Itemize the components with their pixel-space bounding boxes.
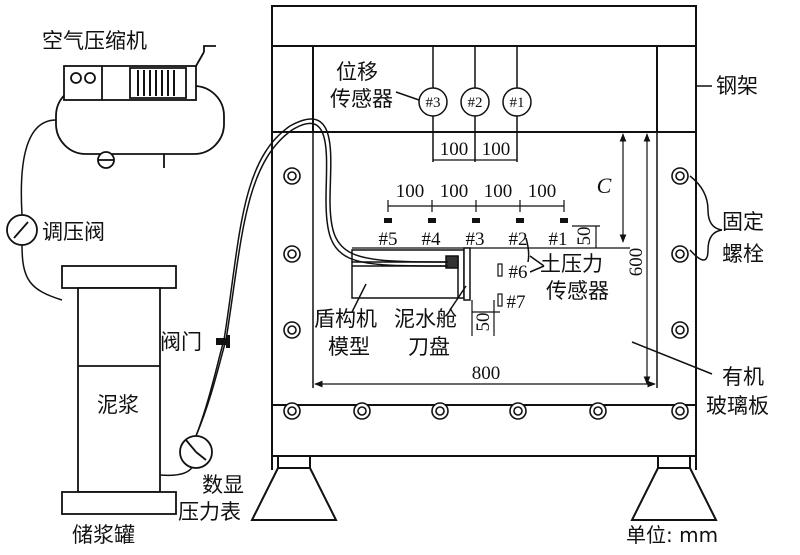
displacement-sensor-3: #3 bbox=[418, 87, 448, 117]
height-dimension-label: 600 bbox=[626, 248, 647, 277]
fixing-bolts bbox=[283, 167, 689, 420]
cutter-label: 泥水舱 bbox=[394, 307, 457, 331]
bolt-icon bbox=[283, 402, 301, 420]
slurry-label: 泥浆 bbox=[97, 393, 139, 417]
cutter-head bbox=[445, 247, 471, 301]
side-pressure-sensors bbox=[497, 263, 503, 307]
bolt-icon bbox=[671, 321, 689, 339]
shield-leader bbox=[351, 283, 367, 313]
frame-leg-left bbox=[250, 455, 338, 521]
plexiglass-label: 有机 bbox=[722, 365, 764, 389]
air-hose-2 bbox=[21, 244, 63, 301]
displacement-sensor-1: #1 bbox=[502, 87, 532, 117]
earth-pressure-label: 土压力 bbox=[540, 252, 603, 276]
bolt-icon bbox=[283, 321, 301, 339]
bolt-icon bbox=[589, 402, 607, 420]
pressure-sensor-7: #7 bbox=[507, 292, 526, 313]
bolt-icon bbox=[671, 167, 689, 185]
bolt-icon bbox=[283, 245, 301, 263]
earth-pressure-leader bbox=[525, 237, 545, 273]
displacement-sensor-label-2: 传感器 bbox=[330, 87, 393, 111]
cover-depth-label: C bbox=[597, 173, 612, 198]
earth-pressure-label-2: 传感器 bbox=[546, 279, 609, 303]
steel-frame bbox=[271, 5, 697, 470]
compressor-motor-fins bbox=[137, 70, 175, 96]
bolt-icon bbox=[509, 402, 527, 420]
slurry-hose-in-2 bbox=[195, 122, 449, 437]
pressure-sensor-2: #2 bbox=[509, 229, 528, 250]
width-dimension-label: 800 bbox=[472, 363, 501, 384]
digital-pressure-gauge bbox=[179, 435, 213, 469]
disp-spacing-1: 100 bbox=[440, 139, 469, 160]
bolt-icon bbox=[671, 245, 689, 263]
fixing-bolt-brace bbox=[689, 175, 723, 261]
air-compressor bbox=[55, 45, 225, 169]
displacement-sensor-2: #2 bbox=[460, 87, 490, 117]
sensor-spacing-4: 100 bbox=[528, 181, 557, 202]
pressure-sensor-1: #1 bbox=[549, 229, 568, 250]
shield-label: 盾构机 bbox=[314, 307, 377, 331]
pressure-sensor-markers bbox=[384, 218, 568, 223]
slurry-hose-in bbox=[195, 118, 449, 437]
pressure-sensor-4: #4 bbox=[422, 229, 442, 250]
pressure-sensor-6: #6 bbox=[509, 262, 528, 283]
sensor-spacing-2: 100 bbox=[440, 181, 469, 202]
displacement-sensor-label: 位移 bbox=[336, 60, 378, 84]
side-offset-dimension bbox=[471, 300, 500, 336]
bolt-icon bbox=[283, 167, 301, 185]
svg-text:#2: #2 bbox=[468, 95, 483, 111]
displacement-sensor-rods bbox=[432, 46, 518, 162]
cutter-label-2: 刀盘 bbox=[408, 335, 450, 359]
gauge-label-2: 压力表 bbox=[178, 500, 241, 524]
slurry-storage-tank bbox=[61, 265, 177, 515]
bolt-icon bbox=[353, 402, 371, 420]
top-offset-dimension bbox=[572, 225, 600, 248]
storage-tank-label: 储浆罐 bbox=[72, 523, 135, 547]
steel-frame-label: 钢架 bbox=[716, 74, 758, 98]
pressure-regulator-valve bbox=[6, 214, 38, 246]
pressure-sensor-3: #3 bbox=[466, 229, 485, 250]
top-offset-label: 50 bbox=[574, 227, 595, 246]
unit-label: 单位: mm bbox=[626, 523, 718, 547]
sensor-spacing-dimension bbox=[387, 200, 565, 212]
bolt-icon bbox=[431, 402, 449, 420]
side-offset-label: 50 bbox=[473, 313, 494, 332]
plexiglass-boundary bbox=[312, 132, 658, 388]
fixing-bolt-label: 固定 bbox=[722, 210, 764, 234]
valve-label: 阀门 bbox=[160, 330, 202, 354]
svg-text:#1: #1 bbox=[510, 95, 525, 111]
pressure-valve-label: 调压阀 bbox=[42, 220, 105, 244]
shield-label-2: 模型 bbox=[328, 335, 370, 359]
bolt-icon bbox=[671, 402, 689, 420]
valve bbox=[216, 335, 230, 348]
sensor-spacing-1: 100 bbox=[396, 181, 425, 202]
plexiglass-leader bbox=[631, 341, 713, 375]
frame-leg-right bbox=[630, 455, 718, 521]
gauge-label: 数显 bbox=[202, 473, 244, 497]
disp-spacing-2: 100 bbox=[482, 139, 511, 160]
air-hose-1 bbox=[20, 119, 57, 216]
displacement-leader bbox=[395, 91, 420, 101]
cutter-leader bbox=[449, 285, 467, 311]
fixing-bolt-label-2: 螺栓 bbox=[722, 242, 764, 266]
plexiglass-label-2: 玻璃板 bbox=[706, 394, 769, 418]
svg-text:#3: #3 bbox=[426, 95, 441, 111]
compressor-label: 空气压缩机 bbox=[42, 29, 147, 53]
sensor-spacing-3: 100 bbox=[484, 181, 513, 202]
pressure-sensor-5: #5 bbox=[379, 229, 398, 250]
